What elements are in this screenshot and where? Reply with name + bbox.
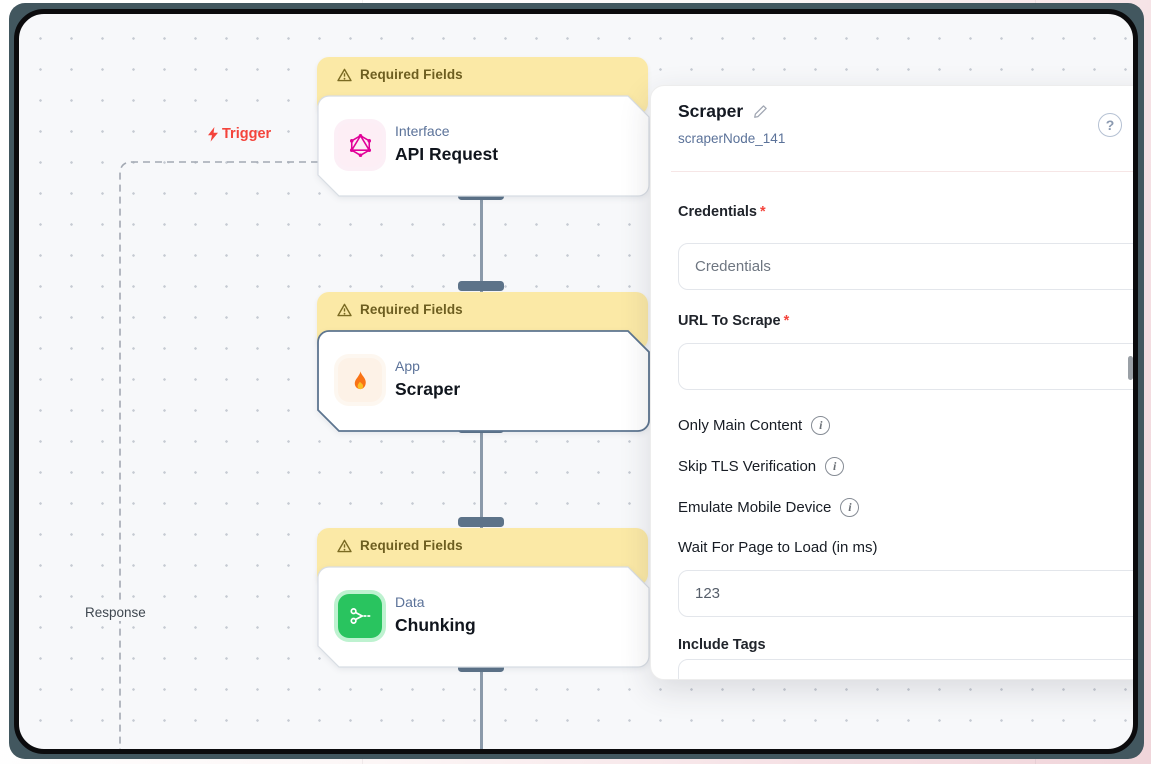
- node-scraper[interactable]: App Scraper: [318, 331, 649, 431]
- credentials-input[interactable]: [678, 243, 1133, 290]
- panel-divider: [671, 171, 1133, 172]
- node-card-shape: [317, 95, 650, 197]
- credentials-label: Credentials*: [678, 204, 766, 220]
- info-icon[interactable]: i: [840, 498, 860, 517]
- edit-pencil-icon[interactable]: [752, 103, 769, 120]
- info-icon[interactable]: i: [825, 457, 845, 476]
- node-config-panel: Scraper scraperNode_141 ? Credentials* U…: [650, 85, 1133, 680]
- workflow-canvas[interactable]: Trigger Response Required Fields: [19, 14, 1133, 749]
- only-main-content-label: Only Main Content: [678, 417, 803, 434]
- flame-icon: [338, 358, 382, 402]
- edge-api-to-scraper: [480, 195, 483, 292]
- banner-text: Required Fields: [360, 538, 463, 553]
- trigger-label: Trigger: [207, 126, 271, 142]
- required-asterisk: *: [783, 313, 790, 329]
- url-to-scrape-input[interactable]: [678, 343, 1133, 390]
- node-id-label: scraperNode_141: [678, 131, 786, 146]
- banner-text: Required Fields: [360, 67, 463, 82]
- node-title: Chunking: [395, 615, 476, 635]
- node-category: Data: [395, 594, 425, 610]
- info-icon[interactable]: i: [811, 416, 831, 435]
- edge-scraper-to-chunking: [480, 428, 483, 528]
- response-label: Response: [81, 604, 150, 621]
- graphql-icon: [338, 123, 382, 167]
- edge-chunking-down: [480, 667, 483, 749]
- node-chunking[interactable]: Data Chunking: [318, 567, 649, 667]
- emulate-mobile-label: Emulate Mobile Device: [678, 499, 832, 516]
- wait-for-page-input[interactable]: [678, 570, 1133, 617]
- banner-text: Required Fields: [360, 302, 463, 317]
- node-api-request[interactable]: Interface API Request: [318, 96, 649, 196]
- node-category: App: [395, 358, 420, 374]
- lightning-bolt-icon: [208, 126, 218, 142]
- skip-tls-label: Skip TLS Verification: [678, 458, 817, 475]
- node-category: Interface: [395, 123, 450, 139]
- url-to-scrape-label: URL To Scrape*: [678, 313, 790, 329]
- panel-title: Scraper: [678, 101, 744, 121]
- help-icon[interactable]: ?: [1098, 113, 1122, 137]
- warning-triangle-icon: [337, 303, 352, 316]
- emulate-mobile-row: Emulate Mobile Device i: [678, 498, 860, 517]
- app-window-frame: Trigger Response Required Fields: [14, 9, 1138, 754]
- trigger-label-text: Trigger: [222, 126, 272, 142]
- include-tags-input[interactable]: [678, 659, 1133, 679]
- panel-scrollbar-thumb[interactable]: [1128, 356, 1133, 380]
- node-title: API Request: [395, 144, 499, 164]
- only-main-content-row: Only Main Content i: [678, 416, 831, 435]
- node-card-shape: [317, 566, 650, 668]
- node-card-shape-selected: [317, 330, 650, 432]
- node-title: Scraper: [395, 379, 461, 399]
- wait-for-page-label: Wait For Page to Load (in ms): [678, 539, 878, 556]
- required-asterisk: *: [759, 204, 766, 220]
- skip-tls-row: Skip TLS Verification i: [678, 457, 845, 476]
- warning-triangle-icon: [337, 68, 352, 81]
- scissors-icon: [338, 594, 382, 638]
- include-tags-label: Include Tags: [678, 637, 766, 653]
- port-scraper-input[interactable]: [458, 281, 504, 291]
- warning-triangle-icon: [337, 539, 352, 552]
- port-chunking-input[interactable]: [458, 517, 504, 527]
